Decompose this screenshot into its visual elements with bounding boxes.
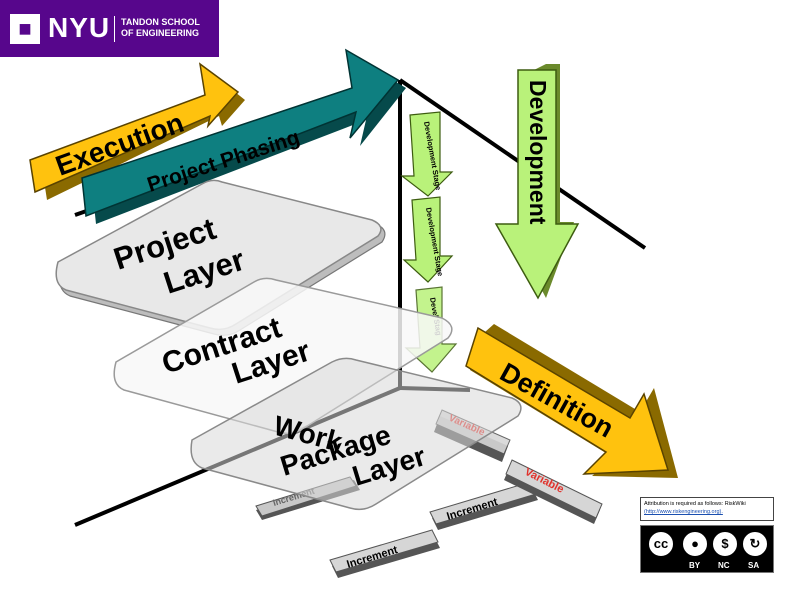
cc-license-badge: cc ● $ ↻ BY NC SA — [640, 525, 774, 573]
license-nc: NC — [718, 561, 730, 570]
development-stage-arrow-1: Development Stage — [400, 111, 454, 197]
attribution-person-icon: ● — [681, 530, 709, 558]
logo-school-line1: TANDON SCHOOL — [121, 17, 200, 27]
work-package-layer: Work Package Layer — [190, 357, 522, 511]
logo-brand: NYU — [48, 12, 111, 43]
contract-layer: Contract Layer — [113, 277, 453, 435]
noncommercial-icon: $ — [711, 530, 739, 558]
development-label: Development — [525, 80, 551, 225]
torch-icon: ■ — [10, 14, 40, 44]
logo-divider — [114, 16, 115, 42]
increment-block-2: Increment — [429, 481, 538, 530]
sharealike-icon: ↻ — [741, 530, 769, 558]
license-by: BY — [689, 561, 701, 570]
nyu-tandon-logo: ■ NYU TANDON SCHOOL OF ENGINEERING — [0, 0, 219, 57]
project-layer: Project Layer — [55, 179, 386, 336]
development-stage-arrow-2: Development Stage — [402, 196, 454, 283]
license-sa: SA — [748, 561, 760, 570]
increment-block-3: Increment — [329, 529, 440, 578]
attribution-link[interactable]: (http://www.riskengineering.org). — [644, 509, 723, 515]
cc-icon: cc — [647, 530, 675, 558]
logo-school: TANDON SCHOOL OF ENGINEERING — [121, 17, 211, 39]
development-arrow: Development — [494, 64, 580, 300]
attribution-box: Attribution is required as follows: Risk… — [640, 497, 774, 521]
logo-school-line2: OF ENGINEERING — [121, 28, 200, 38]
attribution-text: Attribution is required as follows: Risk… — [644, 501, 746, 507]
